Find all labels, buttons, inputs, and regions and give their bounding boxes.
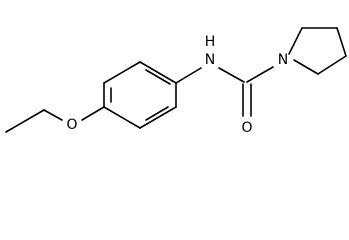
carbonyl-oxygen-label: O (241, 120, 252, 136)
bond-carbonyl-ring-nitrogen (246, 66, 274, 83)
bond-ring-c2-c3 (103, 61, 141, 84)
bond-pyrrolidine-c5-n (293, 59, 319, 75)
bond-ring-c3-c4 (139, 61, 177, 84)
bond-methyl-methylene (5, 109, 45, 133)
bond-pyrrolidine-c3-c4 (336, 27, 347, 57)
ether-oxygen-label: O (66, 117, 77, 133)
bond-ring-inner-double-top (145, 69, 171, 85)
bond-pyrrolidine-n-c2 (288, 27, 303, 55)
bond-ring-c6-c1 (103, 106, 141, 129)
bond-amide-nitrogen-carbonyl (218, 67, 245, 83)
bond-pyrrolidine-c4-c5 (317, 55, 347, 75)
chemical-structure-diagram: O H N N O (5, 27, 347, 136)
amide-nitrogen-label: N (205, 52, 215, 68)
amide-hydrogen-label: H (205, 34, 216, 50)
bond-ring-amide-nitrogen (175, 67, 202, 84)
bond-methylene-ether-oxygen (43, 109, 63, 121)
bond-ring-c5-c6 (139, 106, 177, 129)
bond-ether-oxygen-ring (81, 106, 105, 121)
bond-ring-inner-double-bottom (145, 106, 169, 121)
ring-nitrogen-label: N (278, 52, 288, 68)
